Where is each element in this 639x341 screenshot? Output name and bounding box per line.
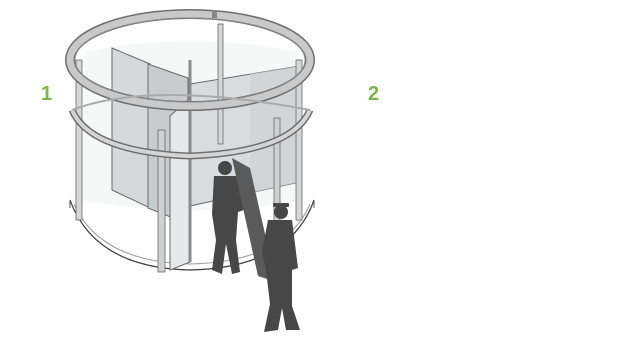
step-number-1: 1 bbox=[41, 83, 53, 105]
door-1-middle-ring bbox=[68, 94, 314, 160]
door-1-top-ring bbox=[65, 9, 315, 111]
door-1-wing-front bbox=[169, 96, 191, 271]
door-1-posts bbox=[75, 23, 303, 273]
step-number-2: 2 bbox=[368, 83, 380, 105]
door-1-workers bbox=[212, 158, 300, 332]
panel-step-1 bbox=[65, 9, 315, 332]
